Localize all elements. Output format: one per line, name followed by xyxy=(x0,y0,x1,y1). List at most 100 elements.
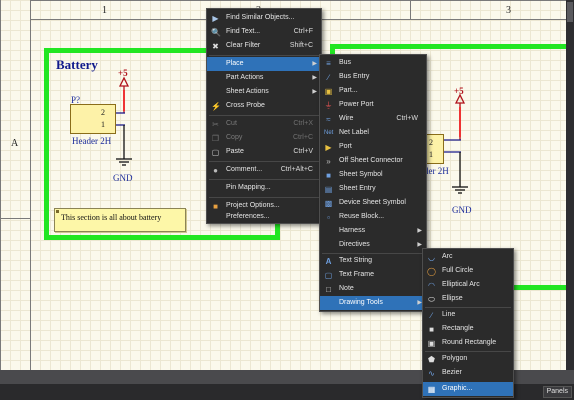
menu-item-port[interactable]: ▶ Port xyxy=(325,143,352,152)
menu-item-wire[interactable]: ≈ Wire Ctrl+W xyxy=(320,112,426,126)
note-corner-icon xyxy=(56,210,59,213)
battery-note[interactable]: This section is all about battery xyxy=(54,208,186,232)
panels-button[interactable]: Panels xyxy=(542,386,572,398)
menu-item-cut[interactable]: ✂ Cut Ctrl+X xyxy=(212,120,313,129)
copy-icon: ❐ xyxy=(211,134,220,143)
menu-item-comment[interactable]: ● Comment... Ctrl+Alt+C xyxy=(207,163,321,177)
menu-item-net-label[interactable]: Net Net Label xyxy=(324,129,369,136)
cut-icon: ✂ xyxy=(212,120,219,129)
submenu-arrow-icon: ▶ xyxy=(417,300,422,306)
menu-item-elliptical-arc[interactable]: ◠ Elliptical Arc xyxy=(428,281,480,290)
menu-item-reuse-block[interactable]: ▫ Reuse Block... xyxy=(320,210,426,224)
drawing-tools-submenu: ◡ Arc ◯ Full Circle ◠ Elliptical Arc ⬭ E… xyxy=(422,248,514,398)
menu-item-note[interactable]: □ Note xyxy=(320,282,426,296)
battery-designator[interactable]: P? xyxy=(71,95,80,105)
menu-item-round-rectangle[interactable]: ▣ Round Rectangle xyxy=(427,339,497,348)
ellipse-icon: ⬭ xyxy=(428,295,435,304)
right-wiring[interactable] xyxy=(430,92,480,202)
sheet-border-left xyxy=(30,0,31,370)
line-icon: ∕ xyxy=(430,311,433,320)
menu-item-preferences[interactable]: Preferences... xyxy=(226,213,270,220)
right-power-label[interactable]: +5 xyxy=(454,86,464,96)
submenu-arrow-icon: ▶ xyxy=(312,89,317,95)
menu-item-text-frame[interactable]: ▢ Text Frame xyxy=(324,271,375,280)
battery-title[interactable]: Battery xyxy=(56,57,98,72)
round-rectangle-icon: ▣ xyxy=(427,339,436,348)
power-port-icon: ⏚ xyxy=(324,101,333,110)
menu-item-bus[interactable]: ≡ Bus xyxy=(320,56,426,70)
menu-item-full-circle[interactable]: ◯ Full Circle xyxy=(427,267,474,276)
menu-separator xyxy=(209,161,319,162)
text-string-icon: A xyxy=(325,257,332,266)
battery-power-label[interactable]: +5 xyxy=(118,68,128,78)
project-options-icon: ■ xyxy=(213,202,218,211)
menu-item-cross-probe[interactable]: ⚡ Cross Probe xyxy=(211,102,265,111)
menu-item-part-actions[interactable]: Part Actions ▶ xyxy=(207,71,321,85)
menu-item-rectangle[interactable]: ■ Rectangle xyxy=(423,322,513,336)
menu-item-find-similar-objects[interactable]: ▶ Find Similar Objects... xyxy=(212,14,295,23)
device-sheet-symbol-icon: ▩ xyxy=(324,199,333,208)
menu-item-power-port[interactable]: ⏚ Power Port xyxy=(324,101,374,110)
battery-header-component[interactable]: 2 1 xyxy=(70,104,116,134)
comment-icon: ● xyxy=(213,166,218,175)
place-submenu: ≡ Bus ∕ Bus Entry ▣ Part... ⏚ Power Port… xyxy=(319,54,427,312)
battery-wiring[interactable] xyxy=(90,75,150,185)
port-icon: ▶ xyxy=(325,143,332,152)
battery-part-name[interactable]: Header 2H xyxy=(72,136,112,146)
battery-pin-1: 1 xyxy=(101,120,105,129)
menu-separator xyxy=(209,197,319,198)
menu-separator xyxy=(425,351,511,352)
menu-item-directives[interactable]: Directives ▶ xyxy=(320,238,426,252)
battery-pin-2: 2 xyxy=(101,108,105,117)
vertical-scrollbar[interactable] xyxy=(566,0,574,370)
menu-item-arc[interactable]: ◡ Arc xyxy=(428,253,453,262)
clear-filter-icon: ✖ xyxy=(212,42,219,51)
menu-item-pin-mapping[interactable]: Pin Mapping... xyxy=(226,184,271,191)
right-pin-1: 1 xyxy=(429,150,433,159)
menu-item-place[interactable]: Place ▶ xyxy=(207,57,321,71)
cross-probe-icon: ⚡ xyxy=(211,102,221,111)
menu-item-copy[interactable]: ❐ Copy Ctrl+C xyxy=(211,134,313,143)
menu-separator xyxy=(209,55,319,56)
part-icon: ▣ xyxy=(324,87,333,96)
submenu-arrow-icon: ▶ xyxy=(417,228,422,234)
menu-item-graphic[interactable]: ▦ Graphic... xyxy=(423,382,513,396)
right-pin-2: 2 xyxy=(429,138,433,147)
menu-item-find-text[interactable]: 🔍 Find Text... Ctrl+F xyxy=(211,28,313,37)
battery-note-text: This section is all about battery xyxy=(61,213,162,222)
menu-item-drawing-tools[interactable]: Drawing Tools ▶ xyxy=(320,296,426,310)
menu-item-project-options[interactable]: ■ Project Options... xyxy=(207,199,321,213)
menu-item-paste[interactable]: ▢ Paste Ctrl+V xyxy=(211,148,313,157)
arc-icon: ◡ xyxy=(428,253,435,262)
menu-item-harness[interactable]: Harness ▶ xyxy=(320,224,426,238)
net-label-icon: Net xyxy=(324,130,334,136)
column-label-1: 1 xyxy=(102,5,107,16)
right-ground-label[interactable]: GND xyxy=(452,205,472,215)
menu-item-text-string[interactable]: A Text String xyxy=(325,257,373,266)
sheet-border-top xyxy=(30,0,566,1)
row-divider xyxy=(0,218,30,219)
menu-item-ellipse[interactable]: ⬭ Ellipse xyxy=(428,295,463,304)
menu-item-bezier[interactable]: ∿ Bezier xyxy=(428,369,462,378)
menu-item-line[interactable]: ∕ Line xyxy=(423,308,513,322)
sheet-border-left-inner xyxy=(0,0,1,370)
menu-item-polygon[interactable]: ⬟ Polygon xyxy=(428,355,468,364)
menu-item-sheet-actions[interactable]: Sheet Actions ▶ xyxy=(207,85,321,99)
scrollbar-thumb[interactable] xyxy=(567,2,573,22)
menu-item-part[interactable]: ▣ Part... xyxy=(324,87,358,96)
right-part-name[interactable]: der 2H xyxy=(424,166,449,176)
menu-item-bus-entry[interactable]: ∕ Bus Entry xyxy=(320,70,426,84)
menu-item-sheet-entry[interactable]: ▤ Sheet Entry xyxy=(324,185,376,194)
row-label-a: A xyxy=(11,138,19,149)
battery-ground-label[interactable]: GND xyxy=(113,173,133,183)
context-menu: ▶ Find Similar Objects... 🔍 Find Text...… xyxy=(206,8,322,224)
sheet-symbol-icon: ■ xyxy=(326,171,331,180)
bus-entry-icon: ∕ xyxy=(327,73,330,82)
menu-item-device-sheet-symbol[interactable]: ▩ Device Sheet Symbol xyxy=(324,199,406,208)
menu-item-off-sheet-connector[interactable]: » Off Sheet Connector xyxy=(320,154,426,168)
paste-icon: ▢ xyxy=(211,148,220,157)
submenu-arrow-icon: ▶ xyxy=(417,242,422,248)
wire-icon: ≈ xyxy=(326,115,331,124)
menu-item-sheet-symbol[interactable]: ■ Sheet Symbol xyxy=(320,168,426,182)
menu-item-clear-filter[interactable]: ✖ Clear Filter Shift+C xyxy=(212,42,313,51)
